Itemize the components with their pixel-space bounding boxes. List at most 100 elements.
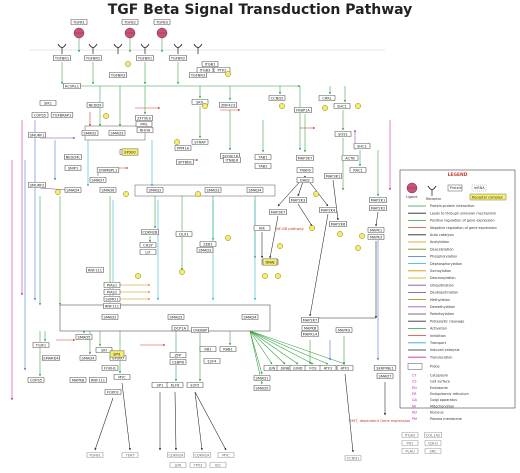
node-tgfbr2a: TGFBR2	[84, 54, 102, 62]
node-smad7b: SMAD7	[376, 372, 394, 380]
node-label: RHOA	[140, 128, 151, 132]
node-label: FOXH1	[104, 366, 116, 370]
node-label: SHC1	[357, 144, 367, 148]
node-label: SPTBN1	[178, 160, 192, 164]
node-label: SP1	[157, 383, 164, 387]
highlight-box: EP300	[121, 148, 139, 156]
highlight-box: DNAJ	[262, 258, 278, 266]
node-ptk2: PTK2	[213, 66, 231, 74]
node-label: TAB2	[257, 164, 267, 168]
legend-item: Deacetylation	[430, 247, 454, 251]
node-cdh: CDH1	[424, 439, 442, 447]
node-tgfbr1a: TGFBR1	[53, 54, 71, 62]
node-zfp: ZFP	[169, 351, 187, 359]
node-tgfb1: TGFB1	[70, 18, 88, 26]
node-label: E2F4	[208, 359, 218, 363]
legend-location-code: NU	[412, 411, 418, 415]
node-label: MAP3K7	[298, 156, 313, 160]
node-label: TERT	[125, 453, 136, 457]
legend-item: Auto catalysis	[430, 233, 454, 237]
node-smad4c: SMAD4	[241, 313, 259, 321]
node-label: MAP2K1	[371, 198, 386, 202]
ligand-icon	[156, 27, 168, 39]
node-tgfb2: TGFB2	[121, 18, 139, 26]
node-label: MAP3K1	[326, 174, 341, 178]
node-traf6: TRAF6	[296, 166, 314, 174]
node-pml: PML	[135, 120, 153, 128]
node-label: CCND1	[347, 456, 360, 460]
node-label: SMARD4	[43, 356, 59, 360]
node-label: CREBBP	[193, 328, 208, 332]
node-nfkb: NF-KB pathway	[276, 227, 304, 231]
node-label: PIAS2	[107, 290, 117, 294]
node-label: DCP1A	[174, 326, 187, 330]
highlight-label: EP300	[124, 150, 136, 154]
legend-item: Phosphorylation	[430, 255, 457, 259]
node-label: SMAD1	[256, 376, 269, 380]
node-itga: ITGA2	[401, 431, 419, 439]
legend-item: Methylation	[430, 298, 450, 302]
edge	[121, 382, 131, 451]
node-label: SERPINE1	[376, 366, 394, 370]
legend-title: LEGEND	[448, 172, 468, 178]
node-smad4b: SMAD4	[246, 186, 264, 194]
receptor-icon	[140, 43, 150, 54]
node-label: TGFB1	[72, 20, 85, 24]
node-map3k7b: MAP3K7	[269, 208, 287, 216]
node-label: ITNBLR	[226, 158, 239, 162]
legend-item: Demethylation	[430, 305, 455, 309]
legend-item: Desumoylation	[430, 276, 456, 280]
node-label: MAPK8	[304, 326, 317, 330]
node-junb: JUNB	[276, 364, 294, 372]
node-label: MAPK14	[303, 332, 318, 336]
node-itgb1: ITGB1	[201, 60, 219, 68]
node-rnf111c: RNF111	[89, 376, 107, 384]
node-label: CDKN2B	[142, 230, 158, 234]
catalysis-marker-icon	[322, 105, 328, 111]
node-ikk: IKK	[253, 224, 271, 232]
catalysis-marker-icon	[135, 273, 141, 279]
catalysis-marker-icon	[279, 103, 285, 109]
node-label: ATF2	[324, 366, 333, 370]
node-label: LIF	[145, 250, 150, 254]
node-emt: EMT, dependent Gene expression	[350, 419, 410, 423]
catalysis-marker-icon	[355, 103, 361, 109]
node-label: ID1	[215, 463, 221, 467]
node-label: CDH1	[428, 441, 438, 445]
node-smad2b: SMAD2	[146, 186, 164, 194]
receptor-icon	[427, 185, 437, 196]
catalysis-marker-icon	[355, 245, 361, 251]
node-nedd4l: NEDD4L	[64, 153, 82, 161]
node-strap: STRAP	[191, 138, 209, 146]
node-map2k2: MAP2K2	[369, 204, 387, 212]
node-sptbn1: SPTBN1	[176, 158, 194, 166]
node-label: EMT, dependent Gene expression	[350, 419, 410, 423]
node-label: TAB1	[257, 155, 267, 159]
node-label: CEBPB	[172, 360, 184, 364]
node-label: SMAD4	[67, 188, 81, 192]
node-map2k1: MAP2K1	[369, 196, 387, 204]
node-map2k4: MAP2K4	[319, 206, 337, 214]
node-tgfb1b: TGFB1	[86, 451, 104, 459]
node-smard4: SMARD4	[42, 354, 60, 362]
node-tgfbr2b: TGFBR2	[169, 54, 187, 62]
node-label: ITGA2	[405, 433, 416, 437]
ligand-icon	[124, 27, 136, 39]
legend-location-code: ER	[412, 392, 417, 396]
node-label: PIAS1	[107, 283, 117, 287]
node-label: TGFBR2	[85, 56, 100, 60]
node-mapk3: MAPK3	[367, 233, 385, 241]
edge	[269, 215, 279, 259]
node-sumo1: SUMO1	[103, 295, 121, 303]
node-itgb3: ITGB3	[196, 66, 214, 74]
node-label: NEDD9	[89, 103, 102, 107]
legend-item: Induced catalysis	[430, 348, 460, 352]
catalysis-marker-icon	[55, 189, 61, 195]
legend-location-name: Cell surface	[430, 380, 450, 384]
node-label: RAC1	[353, 168, 363, 172]
node-label: COPS5	[34, 113, 46, 117]
node-label: SKIL	[196, 100, 204, 104]
node-zfyve9: ZFYVE9	[135, 114, 153, 122]
node-smurf1: SMURF1	[28, 131, 46, 139]
